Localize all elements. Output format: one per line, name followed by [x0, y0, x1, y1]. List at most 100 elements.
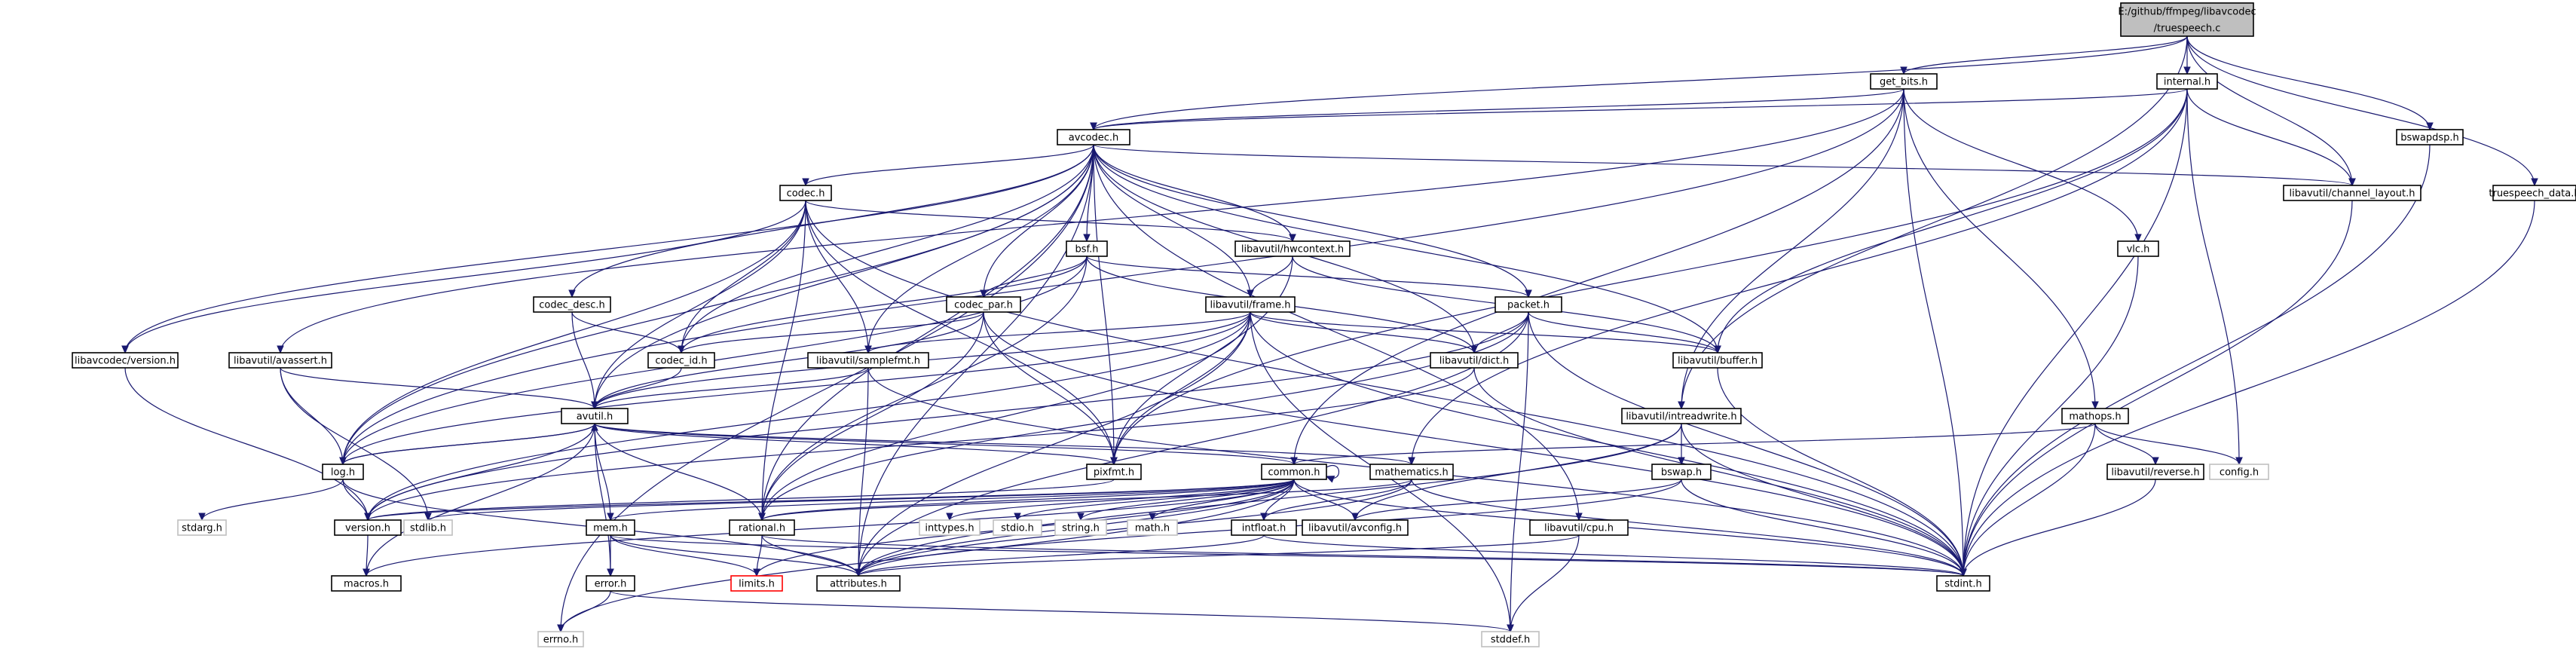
node-packet[interactable]: packet.h — [1495, 296, 1562, 313]
node-box — [1127, 519, 1178, 536]
node-codec_id[interactable]: codec_id.h — [647, 352, 715, 369]
node-limits[interactable]: limits.h — [730, 575, 783, 592]
node-box — [807, 352, 929, 369]
edge-line — [681, 311, 984, 353]
edge-codec_desc-to-codec_id — [571, 311, 685, 354]
node-get_bits[interactable]: get_bits.h — [1870, 73, 1938, 90]
edge-common-to-string — [1077, 479, 1295, 522]
node-label: bsf.h — [1075, 244, 1098, 256]
node-hwcontext[interactable]: libavutil/hwcontext.h — [1234, 240, 1351, 257]
node-box — [1495, 296, 1562, 313]
node-cpu[interactable]: libavutil/cpu.h — [1529, 519, 1629, 536]
node-bswap[interactable]: bswap.h — [1651, 464, 1712, 480]
node-box — [561, 408, 629, 424]
node-bswapdsp[interactable]: bswapdsp.h — [2396, 129, 2464, 145]
node-box — [322, 464, 364, 480]
edge-line — [366, 479, 1295, 577]
node-intfloat[interactable]: intfloat.h — [1231, 519, 1297, 536]
node-vlc[interactable]: vlc.h — [2117, 240, 2159, 257]
node-string[interactable]: string.h — [1054, 519, 1107, 536]
edge-line — [761, 534, 859, 577]
edge-internal-to-stdint — [1960, 88, 2188, 577]
node-common[interactable]: common.h — [1261, 464, 1327, 480]
node-codec_par[interactable]: codec_par.h — [946, 296, 1021, 313]
edge-line — [858, 534, 1265, 577]
edge-line — [761, 534, 1964, 577]
edge-arrowhead — [980, 289, 987, 298]
node-version[interactable]: version.h — [334, 519, 402, 536]
node-stdio[interactable]: stdio.h — [993, 519, 1042, 536]
node-log[interactable]: log.h — [322, 464, 364, 480]
node-samplefmt[interactable]: libavutil/samplefmt.h — [807, 352, 929, 369]
node-truespeech_data[interactable]: truespeech_data.h — [2489, 185, 2576, 201]
node-avcodec_version[interactable]: libavcodec/version.h — [72, 352, 179, 369]
node-codec_desc[interactable]: codec_desc.h — [533, 296, 611, 313]
node-avutil[interactable]: avutil.h — [561, 408, 629, 424]
node-stdlib[interactable]: stdlib.h — [403, 519, 453, 536]
edge-arrowhead — [339, 457, 347, 466]
node-stdint[interactable]: stdint.h — [1936, 575, 1990, 592]
node-stddef[interactable]: stddef.h — [1481, 631, 1540, 647]
edge-avutil-to-mathematics — [594, 423, 1415, 466]
node-label: common.h — [1268, 467, 1320, 479]
edge-arrowhead — [1325, 476, 1335, 483]
node-errno[interactable]: errno.h — [537, 631, 584, 647]
edge-error-to-stddef — [610, 590, 1514, 633]
edge-line — [761, 311, 1529, 521]
node-bsf[interactable]: bsf.h — [1066, 240, 1108, 257]
node-label: internal.h — [2164, 77, 2210, 88]
edge-line — [1681, 35, 2188, 409]
nodes-layer: E:/github/ffmpeg/libavcodec/truespeech.c… — [72, 2, 2576, 647]
edge-line — [1903, 88, 2096, 409]
edge-line — [805, 200, 869, 353]
node-inttypes[interactable]: inttypes.h — [919, 519, 981, 536]
node-stdarg[interactable]: stdarg.h — [177, 519, 227, 536]
edge-arrowhead — [946, 513, 953, 522]
edge-arrowhead — [121, 345, 129, 354]
node-attributes[interactable]: attributes.h — [816, 575, 901, 592]
edge-line — [761, 311, 1251, 521]
edge-line — [867, 144, 1094, 353]
node-avcodec[interactable]: avcodec.h — [1057, 129, 1130, 145]
node-label: mathematics.h — [1375, 467, 1449, 479]
node-avassert[interactable]: libavutil/avassert.h — [228, 352, 332, 369]
node-codec[interactable]: codec.h — [779, 185, 832, 201]
node-error[interactable]: error.h — [586, 575, 635, 592]
node-channel_layout[interactable]: libavutil/channel_layout.h — [2283, 185, 2422, 201]
edge-line — [1963, 200, 2535, 577]
node-macros[interactable]: macros.h — [331, 575, 402, 592]
node-truespeech[interactable]: E:/github/ffmpeg/libavcodec/truespeech.c — [2118, 2, 2256, 37]
node-label: log.h — [331, 467, 355, 479]
edge-arrowhead — [2152, 457, 2159, 466]
node-reverse[interactable]: libavutil/reverse.h — [2106, 464, 2204, 480]
edge-line — [594, 423, 1412, 465]
node-buffer[interactable]: libavutil/buffer.h — [1672, 352, 1763, 369]
edge-line — [805, 200, 1293, 242]
node-dict[interactable]: libavutil/dict.h — [1430, 352, 1519, 369]
edge-line — [1963, 144, 2431, 577]
edge-line — [367, 479, 1115, 521]
node-intreadwrite[interactable]: libavutil/intreadwrite.h — [1621, 408, 1742, 424]
node-box — [1936, 575, 1990, 592]
node-math[interactable]: math.h — [1127, 519, 1178, 536]
node-label: avcodec.h — [1069, 133, 1119, 144]
node-mem[interactable]: mem.h — [586, 519, 635, 536]
edge-line — [594, 367, 869, 409]
node-label: libavutil/hwcontext.h — [1241, 244, 1344, 256]
node-config[interactable]: config.h — [2209, 464, 2269, 480]
node-frame[interactable]: libavutil/frame.h — [1205, 296, 1296, 313]
edges-layer — [121, 35, 2538, 633]
node-avconfig[interactable]: libavutil/avconfig.h — [1302, 519, 1409, 536]
node-box — [2396, 129, 2464, 145]
node-mathops[interactable]: mathops.h — [2061, 408, 2129, 424]
edge-line — [610, 534, 859, 577]
node-mathematics[interactable]: mathematics.h — [1369, 464, 1454, 480]
edge-line — [1093, 144, 2353, 186]
node-box — [2156, 73, 2218, 90]
node-pixfmt[interactable]: pixfmt.h — [1086, 464, 1142, 480]
node-rational[interactable]: rational.h — [729, 519, 795, 536]
edge-line — [1681, 479, 1964, 577]
edge-line — [761, 479, 1295, 521]
node-internal[interactable]: internal.h — [2156, 73, 2218, 90]
edge-rational-to-limits — [753, 534, 763, 577]
